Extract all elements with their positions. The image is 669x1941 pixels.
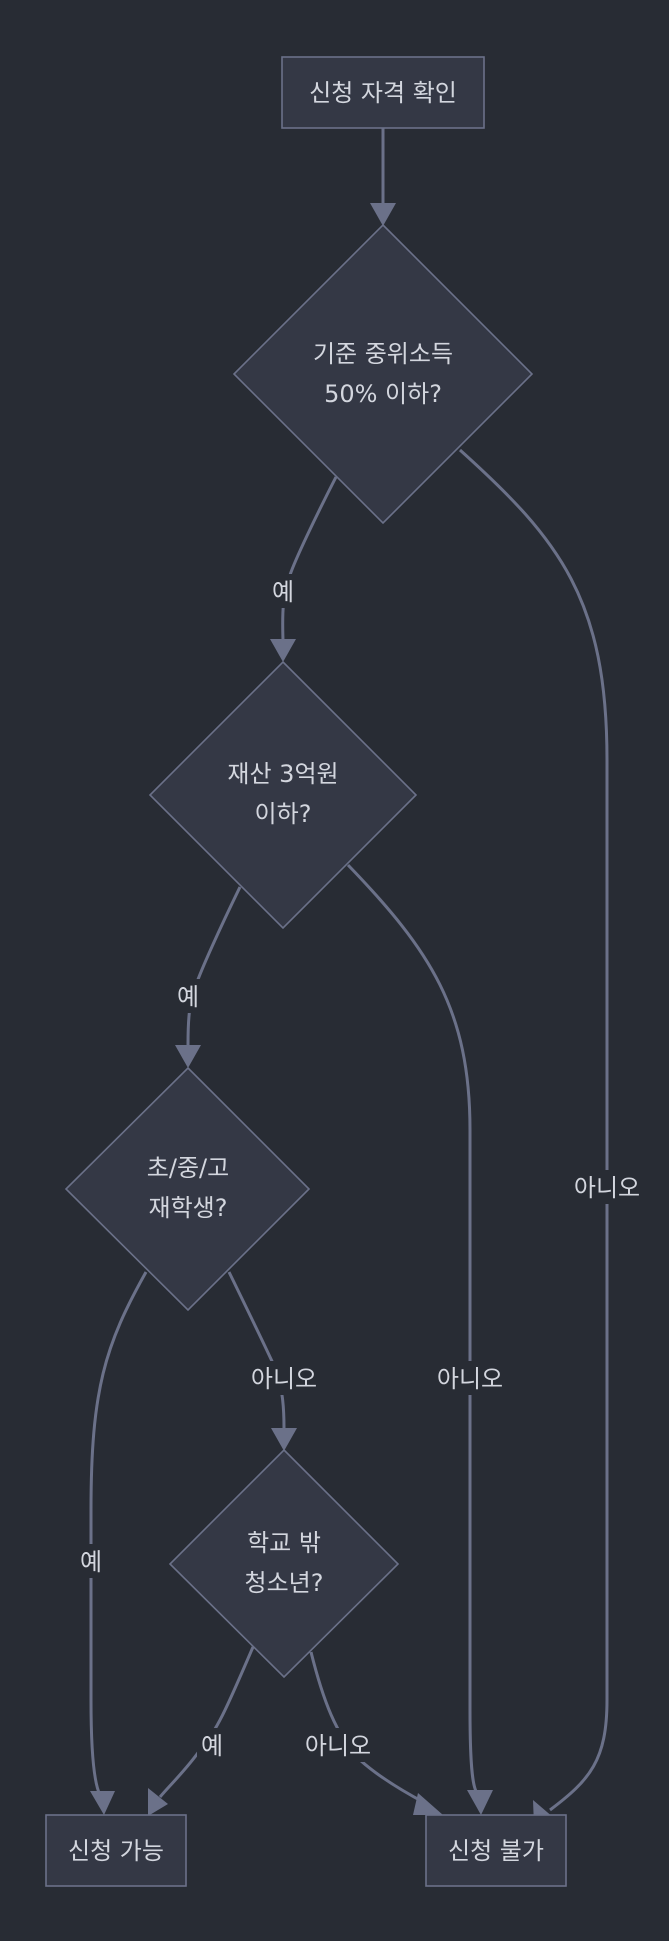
edge-start-to-income — [370, 128, 396, 226]
svg-text:신청 불가: 신청 불가 — [448, 1837, 544, 1865]
decision-income: 기준 중위소득 50% 이하? — [232, 223, 534, 525]
svg-text:기준 중위소득: 기준 중위소득 — [313, 340, 453, 368]
edge-label-income-yes: 예 — [268, 574, 298, 608]
decision-out-of-school: 학교 밖 청소년? — [168, 1448, 400, 1679]
result-eligible: 신청 가능 — [45, 1814, 187, 1887]
decision-student: 초/중/고 재학생? — [64, 1066, 311, 1312]
svg-text:아니오: 아니오 — [251, 1365, 317, 1393]
start-node: 신청 자격 확인 — [281, 56, 485, 129]
decision-assets: 재산 3억원 이하? — [148, 660, 418, 930]
result-ineligible: 신청 불가 — [425, 1814, 567, 1887]
svg-text:신청 가능: 신청 가능 — [68, 1837, 164, 1865]
svg-text:재학생?: 재학생? — [149, 1194, 228, 1222]
edge-income-no — [458, 448, 609, 1826]
svg-text:청소년?: 청소년? — [245, 1569, 324, 1597]
edge-student-yes — [89, 1271, 148, 1815]
edge-income-yes — [270, 476, 338, 662]
svg-text:예: 예 — [80, 1548, 102, 1576]
svg-text:예: 예 — [272, 578, 294, 606]
edge-label-student-yes: 예 — [76, 1544, 106, 1578]
edge-label-assets-yes: 예 — [173, 979, 203, 1013]
svg-text:재산 3억원: 재산 3억원 — [227, 760, 338, 788]
svg-text:초/중/고: 초/중/고 — [147, 1154, 229, 1182]
edge-label-income-no: 아니오 — [569, 1170, 645, 1204]
svg-text:예: 예 — [201, 1732, 223, 1760]
edge-assets-yes — [175, 886, 242, 1068]
svg-text:신청 자격 확인: 신청 자격 확인 — [309, 79, 457, 107]
svg-text:이하?: 이하? — [255, 800, 312, 828]
svg-text:아니오: 아니오 — [305, 1732, 371, 1760]
edge-label-outofschool-no: 아니오 — [300, 1728, 376, 1762]
svg-text:아니오: 아니오 — [437, 1365, 503, 1393]
edge-assets-no — [346, 863, 493, 1815]
edge-label-assets-no: 아니오 — [432, 1361, 508, 1395]
svg-text:아니오: 아니오 — [574, 1174, 640, 1202]
edge-label-outofschool-yes: 예 — [197, 1728, 227, 1762]
svg-text:학교 밖: 학교 밖 — [247, 1529, 321, 1557]
svg-text:50% 이하?: 50% 이하? — [324, 380, 442, 408]
edge-label-student-no: 아니오 — [246, 1361, 322, 1395]
svg-text:예: 예 — [177, 983, 199, 1011]
